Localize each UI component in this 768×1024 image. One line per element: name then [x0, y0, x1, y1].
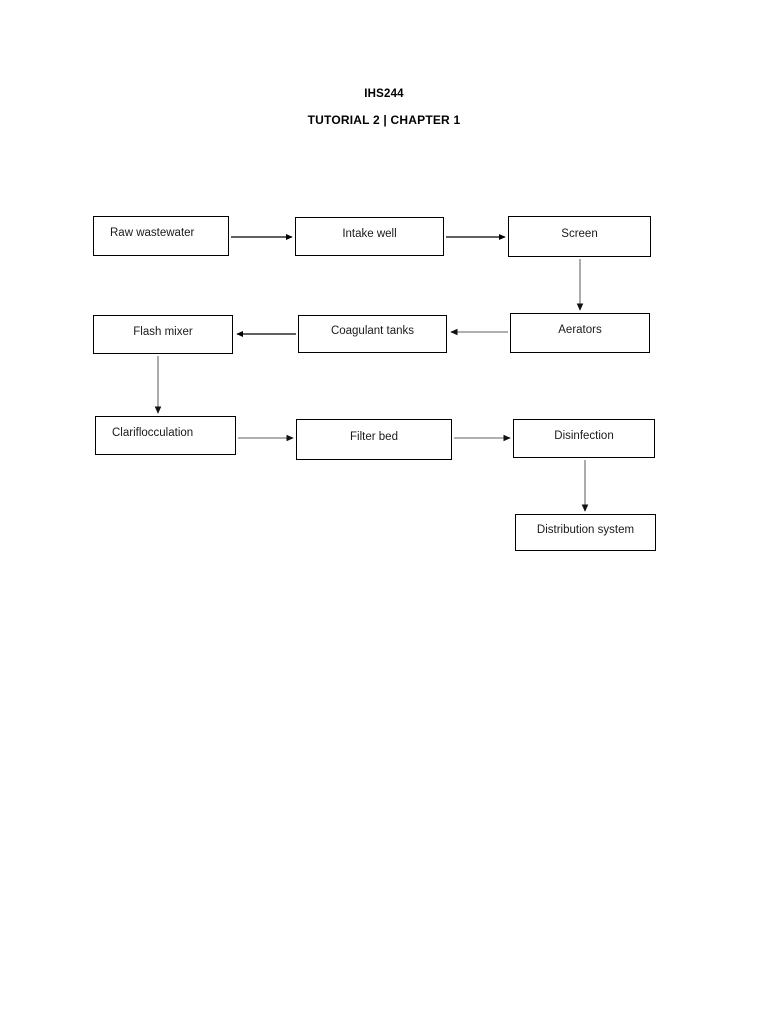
flow-node-distribution-system[interactable]: Distribution system: [515, 514, 656, 551]
flow-node-label: Intake well: [342, 227, 397, 240]
flow-node-label: Aerators: [558, 324, 602, 337]
flow-node-label: Coagulant tanks: [330, 325, 415, 338]
flow-node-flash-mixer[interactable]: Flash mixer: [93, 315, 233, 354]
flow-node-raw-wastewater[interactable]: Raw wastewater: [93, 216, 229, 256]
flow-node-aerators[interactable]: Aerators: [510, 313, 650, 353]
flow-node-label: Flash mixer: [133, 325, 193, 338]
flow-node-filter-bed[interactable]: Filter bed: [296, 419, 452, 460]
flow-node-coagulant-tanks[interactable]: Coagulant tanks: [298, 315, 447, 353]
flow-node-label: Filter bed: [350, 430, 398, 443]
flow-node-clariflocculation[interactable]: Clariflocculation: [95, 416, 236, 455]
flow-node-intake-well[interactable]: Intake well: [295, 217, 444, 256]
flow-node-screen[interactable]: Screen: [508, 216, 651, 257]
document-title-subtitle: TUTORIAL 2 | CHAPTER 1: [307, 113, 461, 127]
flow-node-label: Distribution system: [536, 523, 635, 536]
flow-node-label: Screen: [561, 227, 598, 240]
document-title-course-code: IHS244: [364, 88, 404, 100]
flow-node-label: Raw wastewater: [110, 227, 195, 240]
flow-node-label: Clariflocculation: [112, 426, 194, 439]
flow-node-label: Disinfection: [554, 429, 614, 442]
flow-node-disinfection[interactable]: Disinfection: [513, 419, 655, 458]
